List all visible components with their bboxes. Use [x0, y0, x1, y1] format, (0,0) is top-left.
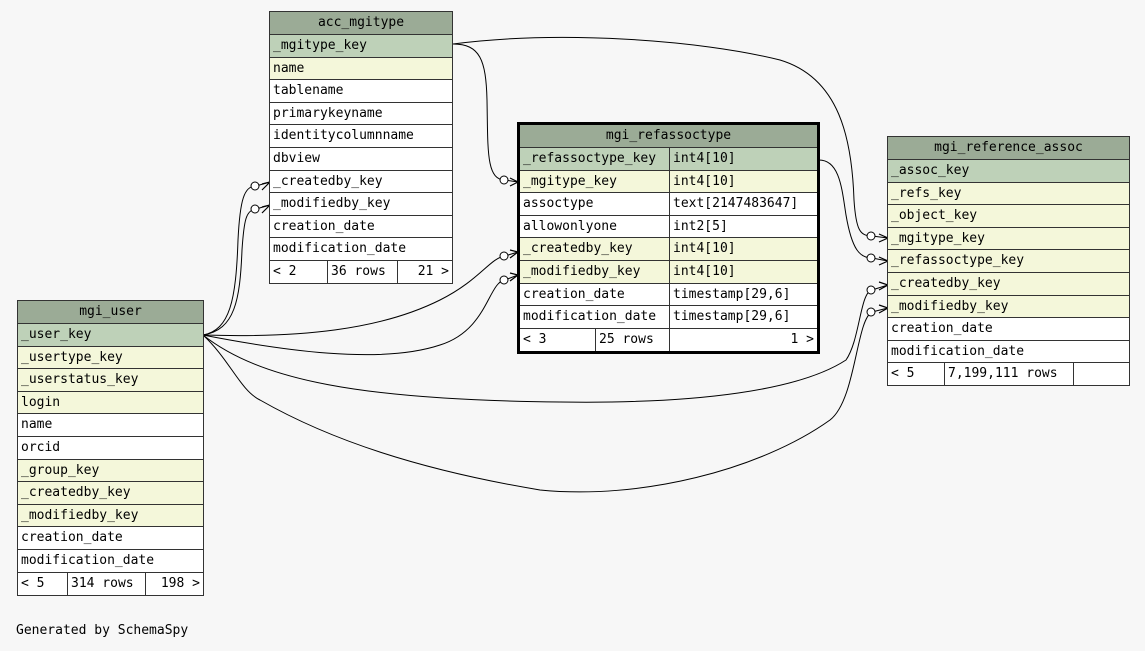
column-row[interactable]: modification_date: [270, 238, 452, 261]
column-row[interactable]: _object_key: [888, 205, 1129, 228]
column-name: modification_date: [520, 306, 670, 328]
table-header[interactable]: mgi_user: [18, 301, 203, 324]
edge-marker: [499, 175, 509, 185]
edge-user-to-refassoctype-createdby: [202, 251, 519, 337]
edge-marker: [499, 275, 509, 285]
table-footer: < 3 25 rows 1 >: [520, 328, 817, 351]
edge-mgitype-to-reference-assoc: [452, 36, 889, 239]
edge-user-to-refassoctype-modifiedby: [202, 274, 519, 356]
column-type: int2[5]: [673, 218, 728, 234]
column-row[interactable]: creation_date: [888, 318, 1129, 341]
table-header[interactable]: mgi_refassoctype: [520, 125, 817, 148]
column-type: timestamp[29,6]: [673, 286, 791, 302]
column-name: creation_date: [520, 283, 670, 306]
column-type: int4[10]: [673, 263, 736, 279]
parents-link[interactable]: < 2: [270, 260, 328, 283]
table-mgi-user[interactable]: mgi_user _user_key_usertype_key_userstat…: [17, 300, 204, 596]
column-name: _createdby_key: [520, 238, 670, 260]
table-footer: < 5 314 rows 198 >: [18, 572, 203, 595]
column-row[interactable]: orcid: [18, 436, 203, 460]
column-name: assoctype: [520, 193, 670, 215]
parents-link[interactable]: < 3: [520, 328, 596, 351]
edge-marker: [499, 251, 509, 261]
column-row[interactable]: _mgitype_key: [888, 227, 1129, 251]
column-name: _refassoctype_key: [520, 148, 670, 170]
column-name: _mgitype_key: [520, 170, 670, 193]
column-row[interactable]: _usertype_key: [18, 346, 203, 370]
children-link[interactable]: 198 >: [160, 575, 200, 591]
column-row[interactable]: _modifiedby_key: [888, 295, 1129, 319]
edge-marker: [250, 181, 260, 191]
children-link[interactable]: 1 >: [790, 331, 814, 347]
edge-user-to-reference-assoc-modifiedby: [202, 307, 889, 493]
column-row[interactable]: primarykeyname: [270, 102, 452, 126]
column-row[interactable]: modification_date: [18, 549, 203, 573]
row-count: 36 rows: [328, 260, 398, 283]
column-row[interactable]: creation_date: [18, 527, 203, 550]
column-row[interactable]: name: [18, 414, 203, 437]
column-row[interactable]: _createdby_key: [270, 170, 452, 194]
edge-refassoctype-to-reference-assoc: [818, 159, 889, 262]
column-row[interactable]: _refassoctype_key: [888, 250, 1129, 273]
children-link[interactable]: 21 >: [417, 263, 449, 279]
column-row[interactable]: _refs_key: [888, 182, 1129, 206]
edge-user-to-reference-assoc-createdby: [202, 284, 889, 403]
edge-user-to-mgitype-createdby: [202, 181, 271, 336]
column-name: _modifiedby_key: [520, 260, 670, 283]
generated-by-note: Generated by SchemaSpy: [16, 623, 189, 638]
column-row[interactable]: _user_key: [18, 324, 203, 347]
edge-marker: [866, 307, 876, 317]
table-footer: < 5 7,199,111 rows: [888, 363, 1129, 386]
column-row[interactable]: _mgitype_key: [270, 35, 452, 58]
edge-marker: [866, 285, 876, 295]
column-row[interactable]: identitycolumnname: [270, 125, 452, 148]
column-type: int4[10]: [673, 173, 736, 189]
edge-marker: [866, 231, 876, 241]
column-row[interactable]: _modifiedby_key: [18, 504, 203, 528]
children-link[interactable]: [1074, 363, 1129, 385]
column-row[interactable]: tablename: [270, 80, 452, 103]
column-row[interactable]: _modifiedby_key: [270, 193, 452, 216]
row-count: 7,199,111 rows: [945, 363, 1074, 386]
table-header[interactable]: mgi_reference_assoc: [888, 137, 1129, 160]
edge-mgitype-to-refassoctype: [452, 43, 519, 183]
column-row[interactable]: _userstatus_key: [18, 369, 203, 392]
edge-user-to-mgitype-modifiedby: [202, 204, 271, 336]
column-row[interactable]: name: [270, 57, 452, 81]
table-mgi-reference-assoc[interactable]: mgi_reference_assoc _assoc_key_refs_key_…: [887, 136, 1130, 387]
column-row[interactable]: _createdby_key: [888, 272, 1129, 296]
column-row[interactable]: creation_date: [270, 215, 452, 239]
column-row[interactable]: _createdby_key: [18, 482, 203, 505]
parents-link[interactable]: < 5: [888, 363, 945, 386]
table-header[interactable]: acc_mgitype: [270, 12, 452, 35]
column-type: timestamp[29,6]: [673, 309, 791, 325]
column-type: text[2147483647]: [673, 196, 799, 212]
edge-marker: [250, 204, 260, 214]
column-type: int4[10]: [673, 151, 736, 166]
row-count: 314 rows: [68, 572, 146, 595]
column-row[interactable]: dbview: [270, 147, 452, 171]
table-footer: < 2 36 rows 21 >: [270, 260, 452, 283]
column-row[interactable]: _assoc_key: [888, 160, 1129, 183]
column-name: allowonlyone: [520, 215, 670, 238]
column-row[interactable]: login: [18, 391, 203, 415]
column-row[interactable]: _group_key: [18, 459, 203, 483]
row-count: 25 rows: [596, 328, 670, 351]
column-row[interactable]: modification_date: [888, 340, 1129, 364]
edge-marker: [866, 253, 876, 263]
parents-link[interactable]: < 5: [18, 572, 68, 595]
column-type: int4[10]: [673, 241, 736, 257]
